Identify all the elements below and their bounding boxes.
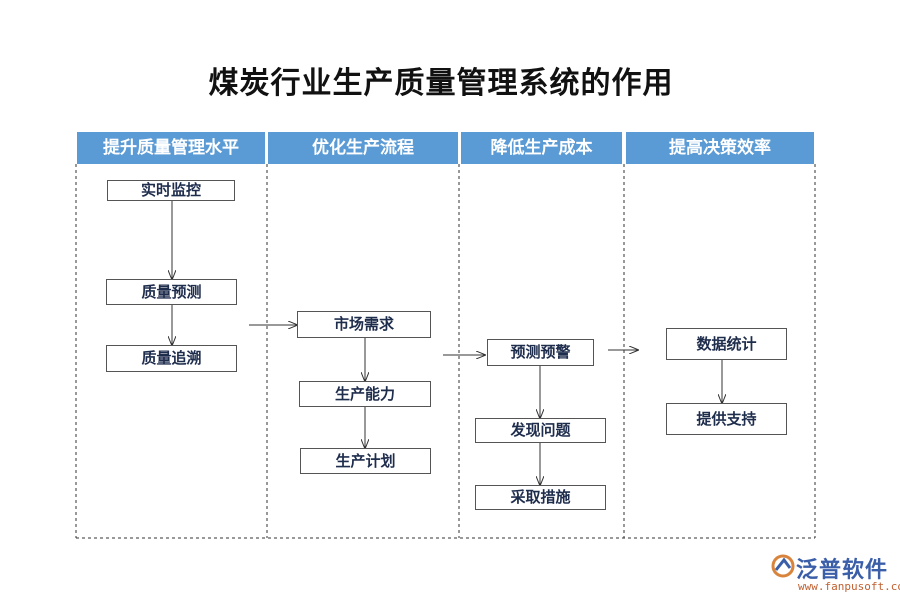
page-title: 煤炭行业生产质量管理系统的作用 <box>208 66 674 101</box>
logo-icon <box>771 554 795 578</box>
node-take-measures: 采取措施 <box>475 485 606 510</box>
node-production-capacity: 生产能力 <box>299 381 431 407</box>
node-market-demand: 市场需求 <box>297 311 431 338</box>
logo-url: www.fanpusoft.com <box>798 580 900 593</box>
node-forecast-warning: 预测预警 <box>487 339 594 366</box>
node-provide-support: 提供支持 <box>666 403 787 435</box>
column-header-process: 优化生产流程 <box>268 132 458 164</box>
dashed-frame <box>75 164 816 539</box>
node-quality-traceability: 质量追溯 <box>106 345 237 372</box>
node-production-plan: 生产计划 <box>300 448 431 474</box>
column-header-quality: 提升质量管理水平 <box>77 132 265 164</box>
logo-name: 泛普软件 <box>796 558 889 583</box>
node-quality-prediction: 质量预测 <box>106 279 237 305</box>
node-identify-problems: 发现问题 <box>475 418 606 443</box>
column-header-decision: 提高决策效率 <box>626 132 814 164</box>
brand-logo: 泛普软件 www.fanpusoft.com <box>770 552 900 598</box>
node-realtime-monitoring: 实时监控 <box>107 180 235 201</box>
node-data-statistics: 数据统计 <box>666 328 787 360</box>
column-header-cost: 降低生产成本 <box>461 132 622 164</box>
